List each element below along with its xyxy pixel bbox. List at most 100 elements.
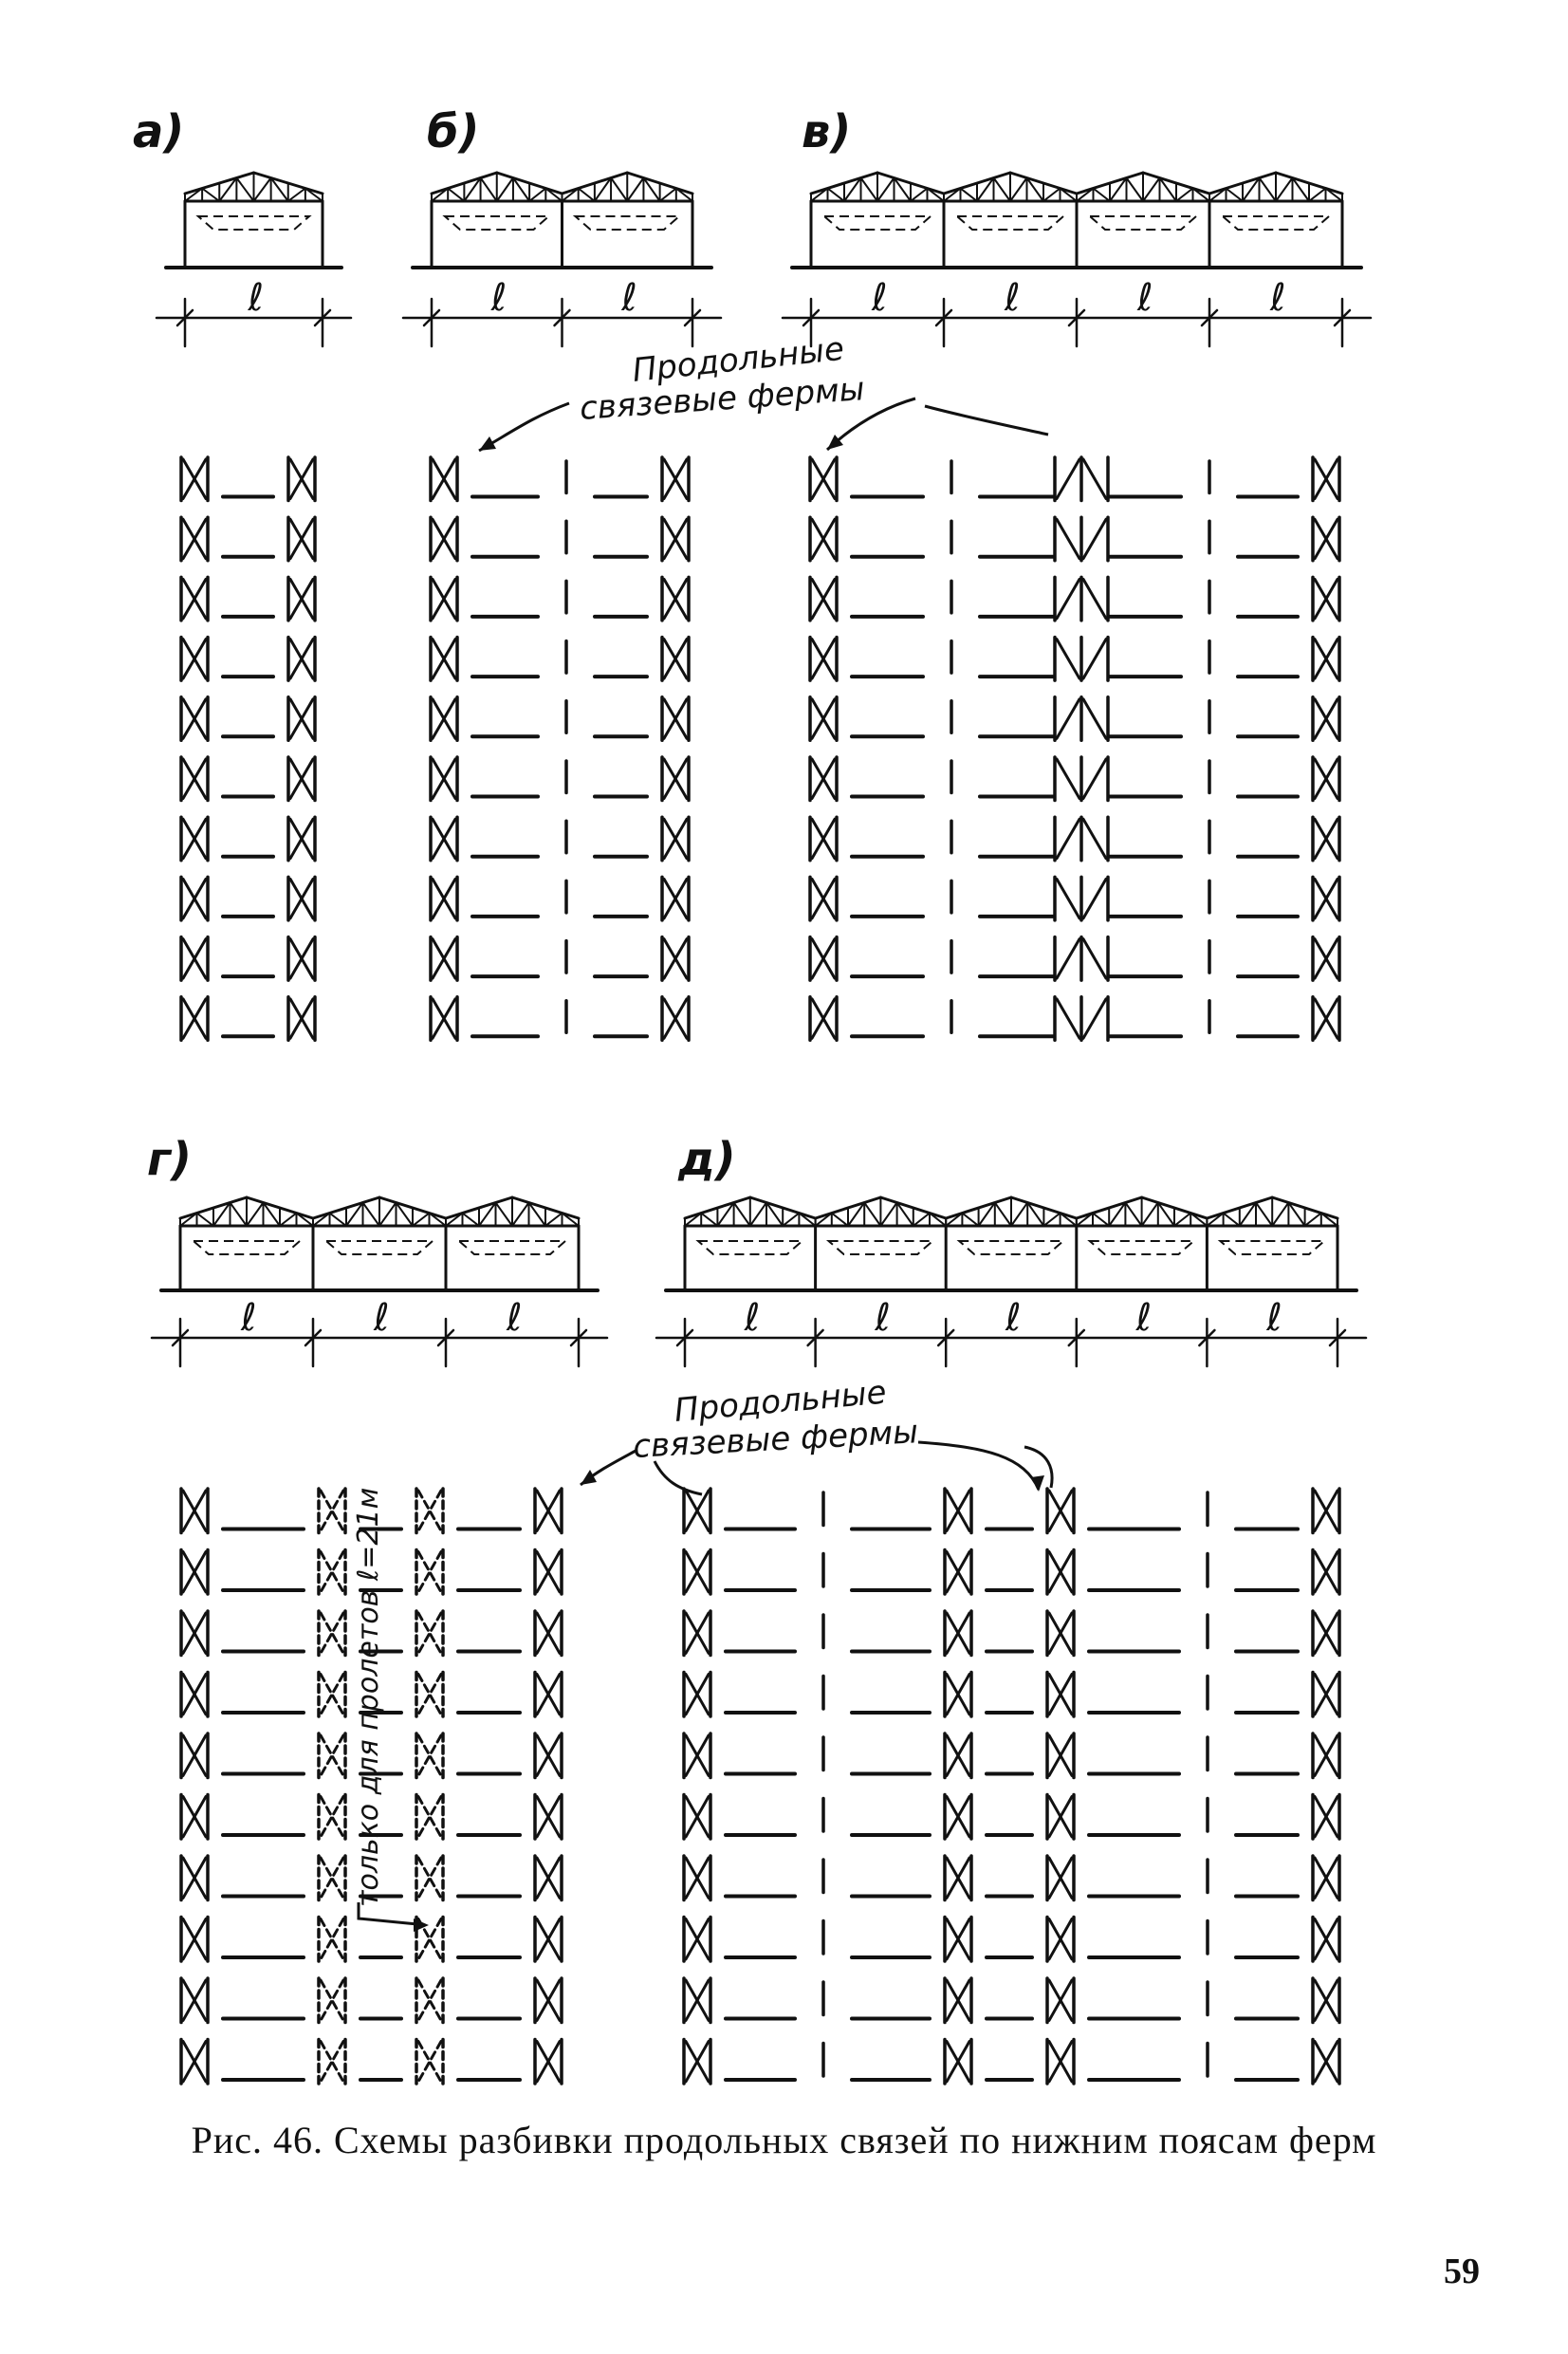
brace-diagonal xyxy=(684,1611,710,1655)
brace-diagonal xyxy=(319,1918,345,1961)
brace-diagonal xyxy=(945,1978,971,2022)
brace-diagonal xyxy=(416,1611,443,1655)
brace-diagonal xyxy=(416,1856,443,1900)
brace-diagonal xyxy=(319,1550,345,1594)
truss-web xyxy=(1010,1201,1029,1227)
crane-outline xyxy=(1087,215,1199,231)
brace-diagonal xyxy=(662,517,689,561)
brace-dashed xyxy=(415,1487,445,1535)
brace-diagonal xyxy=(181,2040,208,2084)
brace-diagonal xyxy=(1055,937,1081,980)
truss-web xyxy=(959,187,978,202)
brace-diagonal xyxy=(662,697,689,740)
leader-arrowhead-top-left xyxy=(479,436,496,451)
truss-web xyxy=(1291,176,1310,202)
brace-diagonal xyxy=(810,638,837,680)
crane-outline xyxy=(695,1240,805,1255)
truss-web xyxy=(943,187,962,202)
span-label: ℓ xyxy=(1269,276,1286,320)
brace-dashed xyxy=(415,1609,445,1658)
dimension-slash xyxy=(806,1328,824,1347)
brace-diagonal xyxy=(319,2040,345,2084)
brace-diagonal xyxy=(1047,1550,1074,1594)
brace-diagonal xyxy=(1047,2040,1074,2084)
brace-diagonal xyxy=(181,997,208,1040)
brace-diagonal xyxy=(288,877,315,920)
brace-diagonal xyxy=(181,1673,208,1716)
span-label: ℓ xyxy=(744,1296,761,1340)
brace-diagonal xyxy=(684,1856,710,1900)
truss-web xyxy=(395,1201,414,1227)
brace-diagonal xyxy=(810,457,837,501)
brace-diagonal xyxy=(1081,997,1108,1040)
brace-diagonal xyxy=(288,697,315,740)
brace-diagonal xyxy=(535,1978,562,2022)
brace-diagonal xyxy=(319,1918,345,1961)
truss-web xyxy=(1109,176,1128,202)
brace-dashed xyxy=(415,1976,445,2025)
truss-web xyxy=(1255,1201,1274,1227)
brace-diagonal xyxy=(416,1550,443,1594)
brace-diagonal xyxy=(1047,1673,1074,1716)
brace-diagonal xyxy=(1313,1978,1339,2022)
brace-diagonal xyxy=(431,697,457,740)
crane-outline xyxy=(956,1240,1066,1255)
brace-diagonal xyxy=(416,1550,443,1594)
dimension-slash xyxy=(683,308,702,327)
brace-diagonal xyxy=(1313,1795,1339,1839)
leader-arrowhead-bottom-left xyxy=(581,1470,597,1485)
brace-diagonal xyxy=(319,1733,345,1777)
truss-web xyxy=(782,1212,801,1227)
dimension-slash xyxy=(1067,308,1086,327)
truss-web xyxy=(1125,176,1144,202)
crane-outline xyxy=(1220,215,1332,231)
brace-diagonal xyxy=(662,937,689,980)
page-number: 59 xyxy=(1444,2252,1480,2291)
brace-diagonal xyxy=(1313,638,1339,680)
brace-diagonal xyxy=(1313,1918,1339,1961)
truss-web xyxy=(1208,187,1227,202)
brace-diagonal xyxy=(684,1489,710,1532)
brace-diagonal xyxy=(1313,997,1339,1040)
brace-diagonal xyxy=(1047,1856,1074,1900)
brace-diagonal xyxy=(416,1856,443,1900)
brace-dashed xyxy=(317,1670,347,1718)
crane-outline xyxy=(1087,1240,1197,1255)
brace-diagonal xyxy=(431,937,457,980)
truss-web xyxy=(610,176,629,202)
brace-diagonal xyxy=(535,2040,562,2084)
brace-diagonal xyxy=(319,1733,345,1777)
brace-diagonal xyxy=(1055,577,1081,621)
truss-web xyxy=(279,1212,298,1227)
truss-web xyxy=(428,1212,447,1227)
crane-outline xyxy=(323,1240,435,1255)
brace-diagonal xyxy=(1055,997,1081,1040)
brace-diagonal xyxy=(945,2040,971,2084)
brace-diagonal xyxy=(535,1856,562,1900)
truss-web xyxy=(993,1201,1012,1227)
crane-outline xyxy=(572,215,682,231)
truss-web xyxy=(1175,187,1194,202)
brace-diagonal xyxy=(416,1611,443,1655)
crane-outline xyxy=(195,215,312,231)
truss-web xyxy=(810,187,829,202)
brace-diagonal xyxy=(431,877,457,920)
truss-web xyxy=(1076,187,1095,202)
span-label: ℓ xyxy=(871,276,888,320)
truss-web xyxy=(876,176,895,202)
dimension-slash xyxy=(171,1328,190,1347)
truss-web xyxy=(1258,176,1277,202)
truss-web xyxy=(511,1201,530,1227)
brace-diagonal xyxy=(319,1550,345,1594)
brace-diagonal xyxy=(319,2040,345,2084)
truss-web xyxy=(269,176,289,202)
brace-diagonal xyxy=(810,817,837,861)
dimension-slash xyxy=(1328,1328,1347,1347)
brace-diagonal xyxy=(1047,1795,1074,1839)
leader-arrow-bottom-right-b xyxy=(1024,1445,1054,1489)
truss-web xyxy=(1225,187,1244,202)
truss-web xyxy=(544,187,563,202)
dimension-slash xyxy=(1200,308,1219,327)
